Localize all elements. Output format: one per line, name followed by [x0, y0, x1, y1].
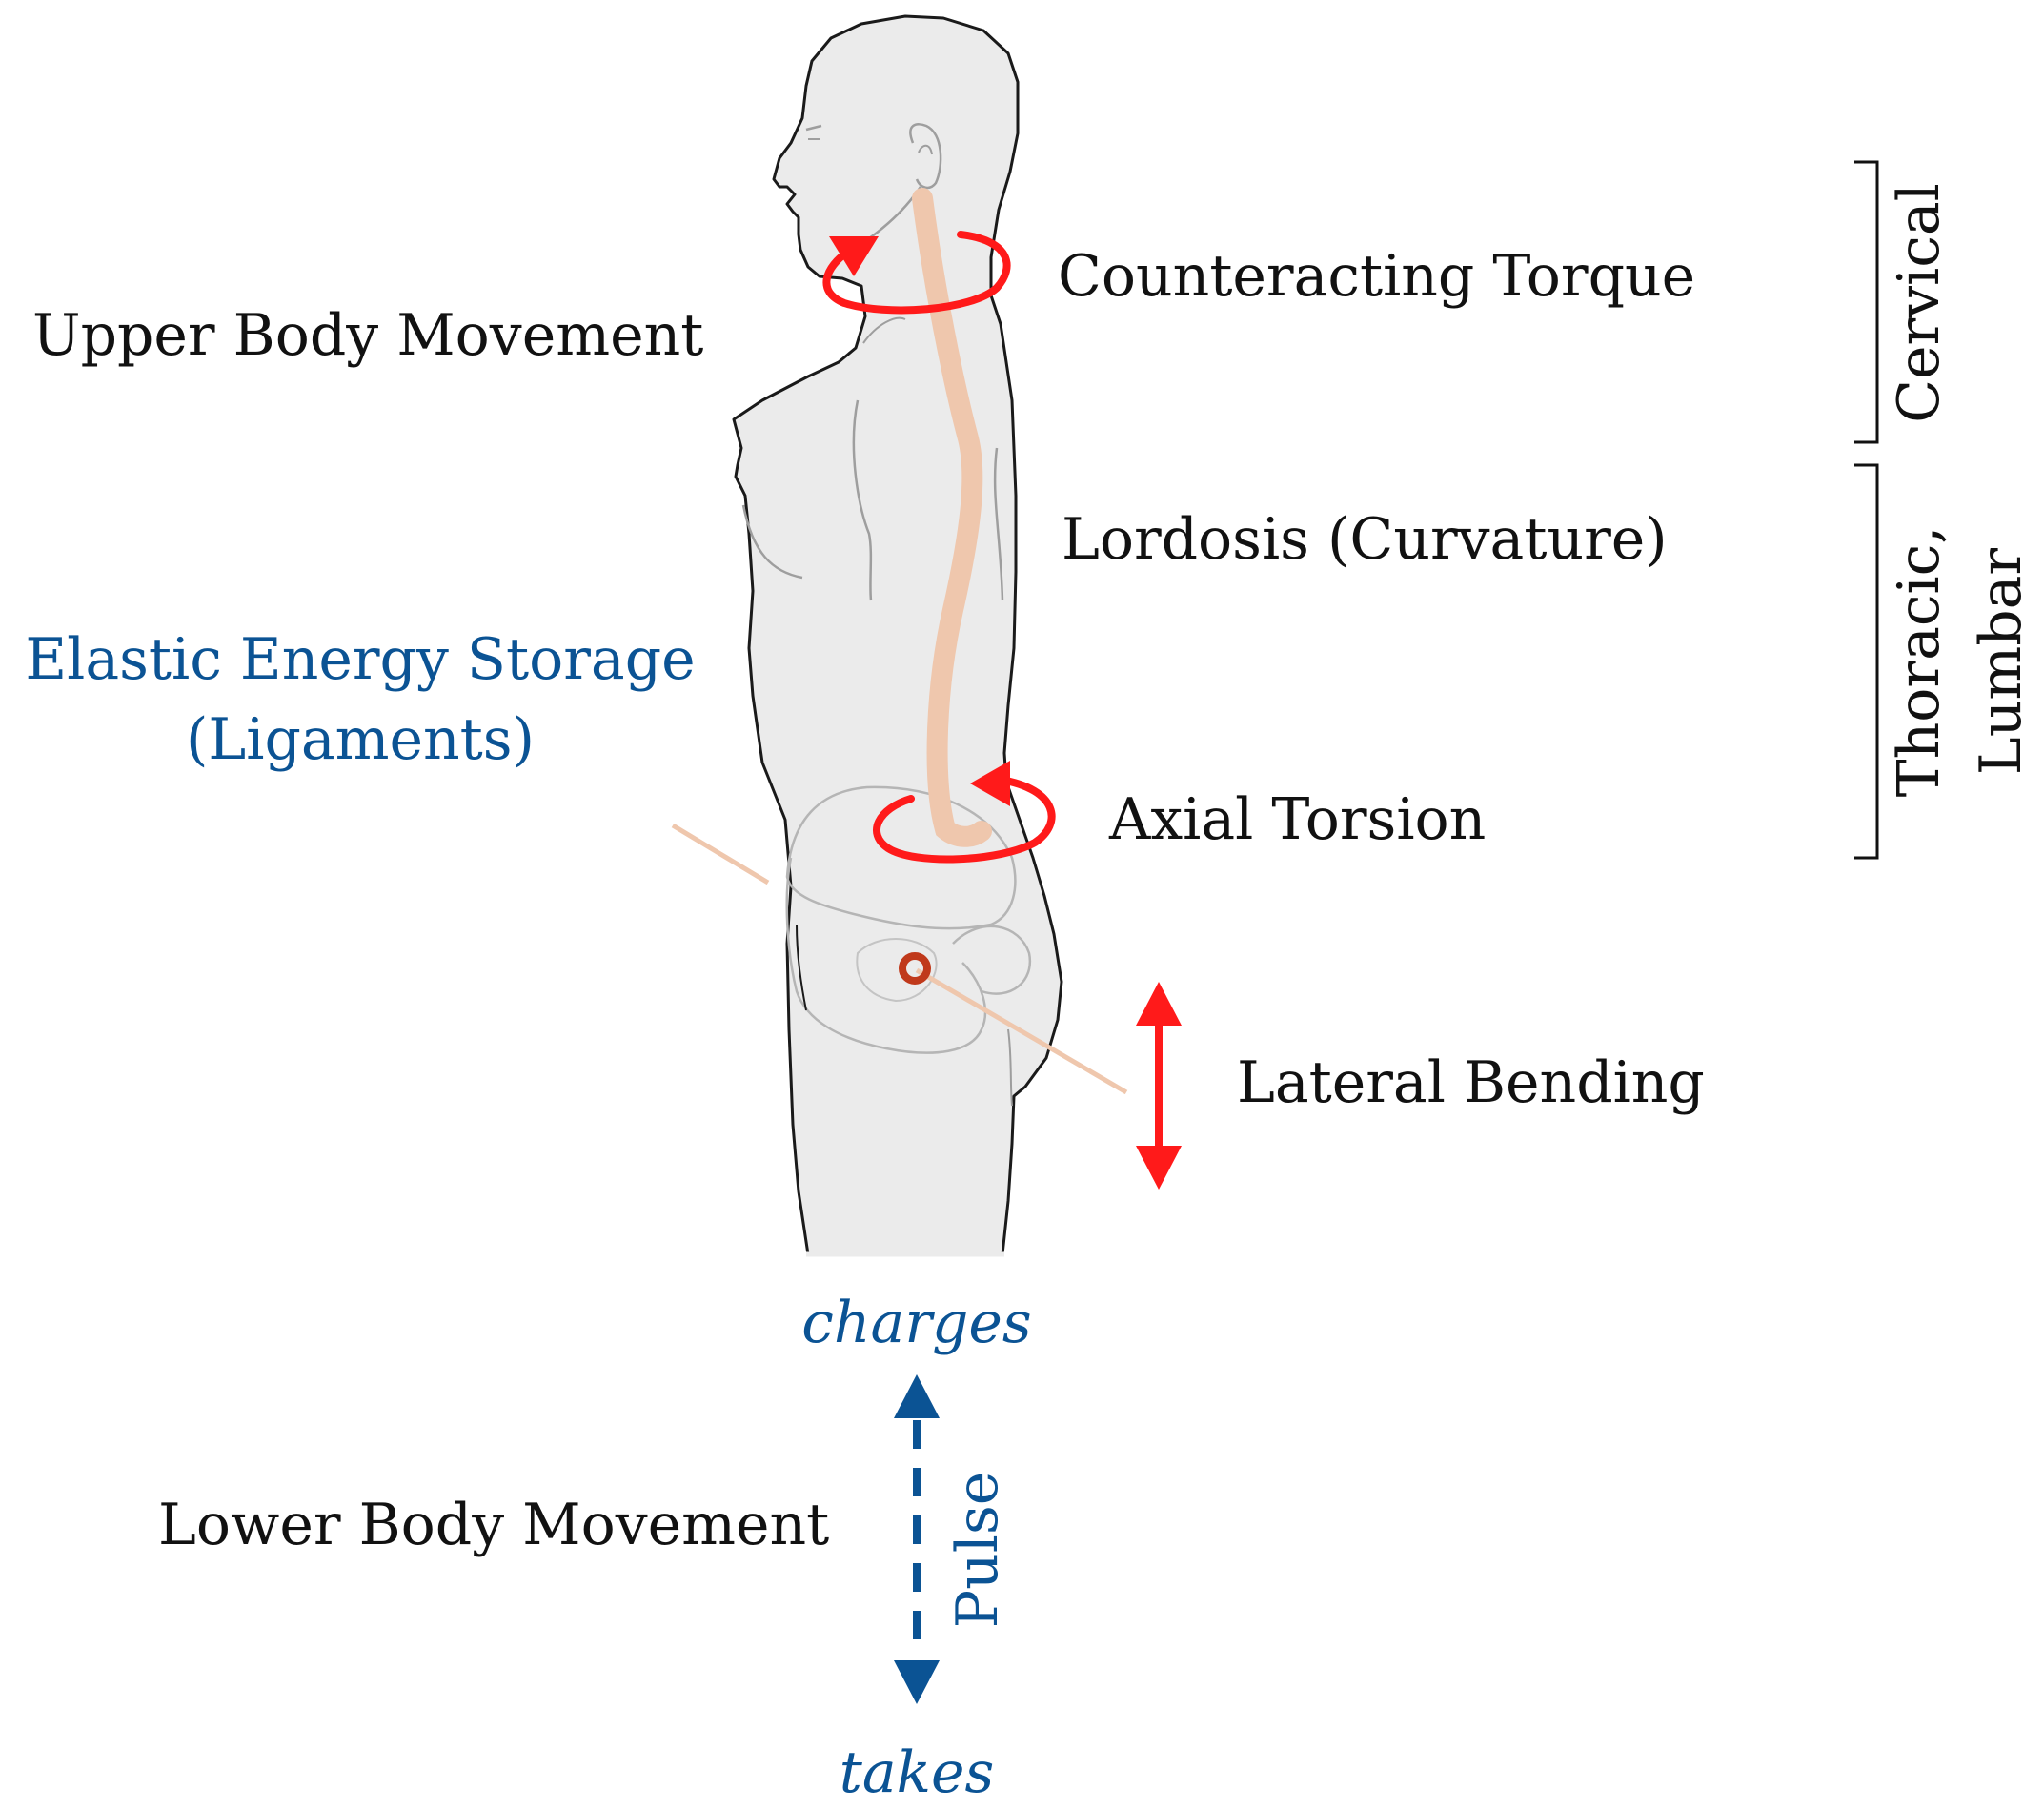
thoracic-label: Thoracic,	[1886, 526, 1953, 798]
counteracting-torque-label: Counteracting Torque	[1058, 243, 1695, 310]
ear	[909, 123, 942, 190]
body-silhouette	[732, 14, 1063, 1256]
lateral-bending-label: Lateral Bending	[1237, 1049, 1705, 1116]
counteracting-torque-arrow-icon	[822, 231, 1011, 315]
thoracic-lumbar-bracket	[1854, 463, 1879, 860]
charges-label: charges	[801, 1290, 1031, 1356]
cervical-label: Cervical	[1886, 183, 1953, 423]
axial-torsion-arrow-icon	[873, 761, 1056, 864]
arm-line	[852, 399, 873, 601]
hip-joint-icon	[899, 952, 931, 985]
pulse-arrow-icon	[894, 1374, 940, 1704]
pulse-label: Pulse	[944, 1472, 1011, 1629]
pelvis-outline	[785, 785, 1017, 930]
lordosis-label: Lordosis (Curvature)	[1062, 506, 1668, 573]
cervical-bracket	[1854, 160, 1879, 444]
ligament-line	[671, 823, 1128, 1095]
elastic-energy-storage-label: Elastic Energy Storage	[25, 626, 695, 693]
lateral-bending-arrow-icon	[1136, 982, 1182, 1190]
lumbar-label: Lumbar	[1968, 548, 2034, 776]
spine-curve	[912, 188, 992, 847]
lower-body-movement-label: Lower Body Movement	[158, 1492, 829, 1558]
takes-label: takes	[840, 1739, 995, 1806]
axial-torsion-label: Axial Torsion	[1108, 786, 1486, 853]
human-body-figure	[732, 14, 1063, 1257]
eye	[805, 124, 822, 132]
ligaments-label: (Ligaments)	[186, 706, 535, 773]
upper-body-movement-label: Upper Body Movement	[32, 302, 703, 369]
